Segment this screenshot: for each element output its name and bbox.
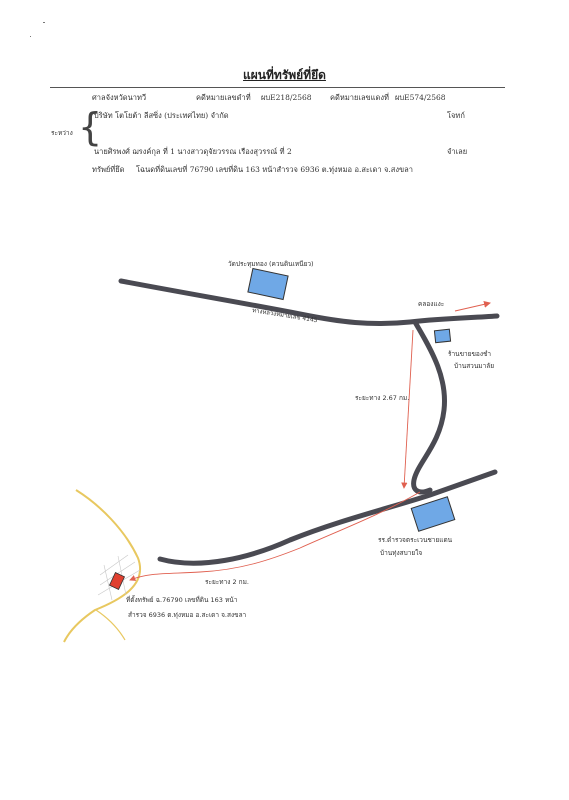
highway-road bbox=[118, 278, 500, 327]
header-rule bbox=[50, 87, 505, 88]
defendant-names: นายศิรพงศ์ ฌรงค์กุล ที่ 1 นางสาวดุจัยวรร… bbox=[94, 147, 292, 156]
court-name: ศาลจังหวัดนาทวี bbox=[92, 93, 147, 102]
property-label-line2: สำรวจ 6936 ต.ทุ่งหมอ อ.สะเดา จ.สงขลา bbox=[128, 611, 247, 619]
shop-label-line2: บ้านสวนมาลัย bbox=[454, 362, 494, 370]
red-case-number: ผบE574/2568 bbox=[395, 93, 446, 102]
seized-label: ทรัพย์ที่ยึด bbox=[92, 165, 125, 174]
route-segment-2 bbox=[129, 491, 421, 581]
shop-label-line1: ร้านขายของชำ bbox=[448, 350, 491, 358]
black-case-label: คดีหมายเลขดำที่ bbox=[196, 93, 251, 102]
temple-building bbox=[247, 267, 289, 301]
side-lane bbox=[63, 489, 141, 643]
lower-road bbox=[157, 469, 498, 566]
page-title: แผนที่ทรัพย์ที่ยึด bbox=[243, 68, 326, 82]
between-brace: { bbox=[78, 105, 103, 149]
direction-arrow bbox=[454, 300, 491, 312]
scan-speck bbox=[30, 36, 31, 37]
school-label-line2: บ้านทุ่งสบายใจ bbox=[380, 549, 422, 557]
direction-label: คลองแงะ bbox=[418, 300, 444, 308]
scan-speck bbox=[43, 22, 45, 23]
temple-label: วัดประทุมทอง (ควนดินเหนียว) bbox=[228, 260, 314, 268]
black-case-number: ผบE218/2568 bbox=[261, 93, 312, 102]
between-label: ระหว่าง bbox=[51, 129, 73, 137]
property-label-line1: ที่ตั้งทรัพย์ ฉ.76790 เลขที่ดิน 163 หน้า bbox=[126, 595, 238, 604]
school-building bbox=[410, 496, 456, 532]
property-marker bbox=[108, 572, 126, 590]
distance-label-2: ระยะทาง 2 กม. bbox=[205, 578, 249, 586]
school-label-line1: รร.ตำรวจตระเวนชายแดน bbox=[378, 536, 453, 544]
seized-description: โฉนดที่ดินเลขที่ 76790 เลขที่ดิน 163 หน้… bbox=[136, 165, 413, 174]
distance-label-1: ระยะทาง 2.67 กม. bbox=[355, 394, 409, 402]
plaintiff-name: บริษัท โตโยต้า ลีสซิ่ง (ประเทศไทย) จำกัด bbox=[94, 111, 229, 120]
shop-building bbox=[433, 328, 452, 344]
route-segment-1 bbox=[401, 329, 414, 489]
plaintiff-role: โจทก์ bbox=[447, 111, 465, 120]
defendant-role: จำเลย bbox=[447, 147, 468, 156]
connecting-road bbox=[411, 319, 448, 495]
red-case-label: คดีหมายเลขแดงที่ bbox=[330, 93, 389, 102]
side-lane-branch bbox=[95, 609, 126, 641]
